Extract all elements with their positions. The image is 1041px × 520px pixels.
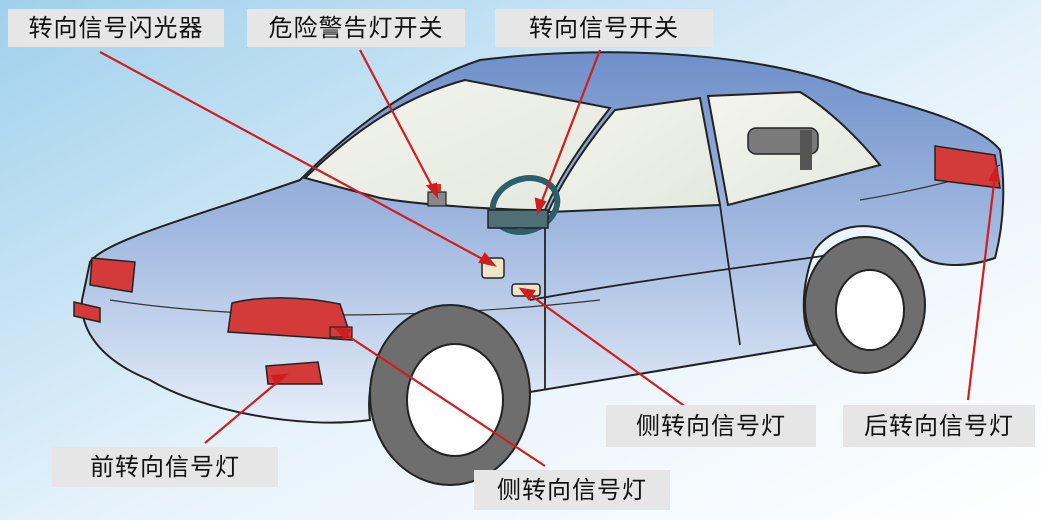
front-wheel (370, 305, 530, 485)
label-front-lamp: 前转向信号灯 (52, 447, 278, 487)
label-flasher: 转向信号闪光器 (8, 9, 224, 47)
label-side-lamp-front: 侧转向信号灯 (474, 470, 670, 510)
rear-wheel (805, 237, 925, 373)
label-hazard-switch: 危险警告灯开关 (247, 9, 465, 47)
label-side-lamp-door: 侧转向信号灯 (606, 405, 816, 447)
label-rear-lamp: 后转向信号灯 (843, 405, 1035, 447)
label-turn-switch: 转向信号开关 (495, 9, 713, 47)
